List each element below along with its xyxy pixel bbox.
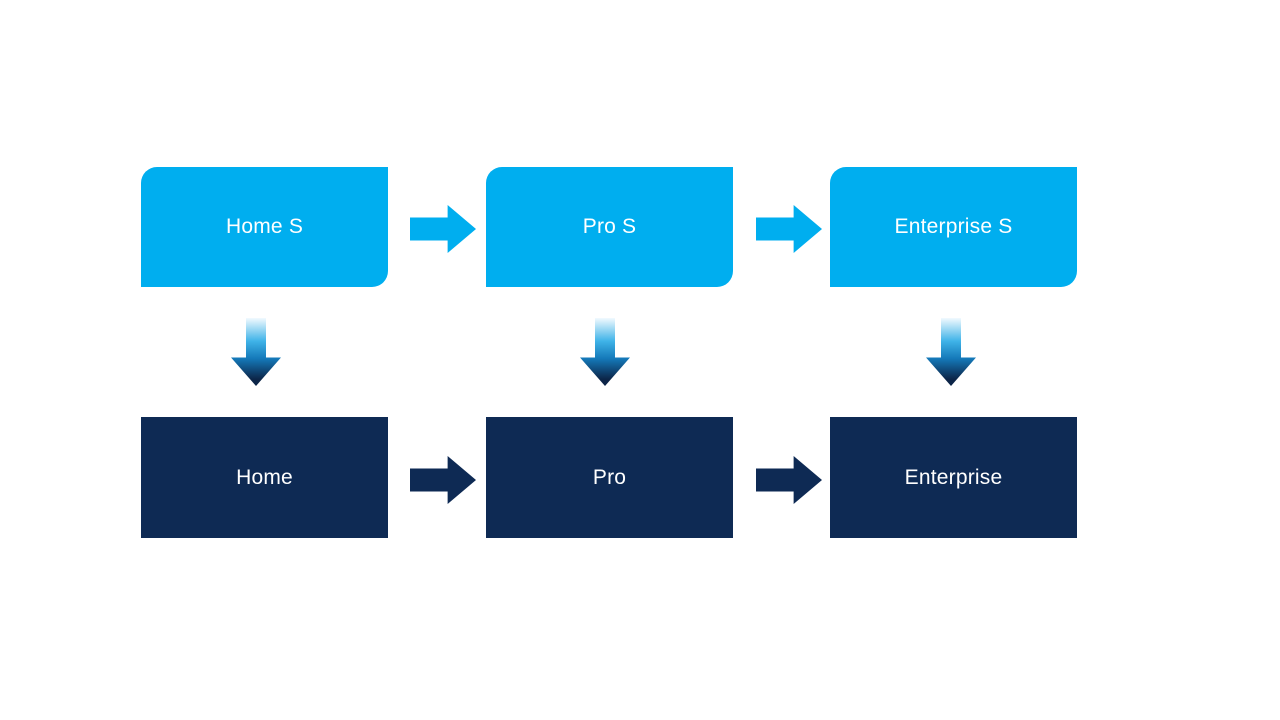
flow-box-enterprise: Enterprise [830, 417, 1077, 538]
flow-box-home-s: Home S [141, 167, 388, 287]
down-arrow-icon [231, 318, 281, 386]
flow-box-pro: Pro [486, 417, 733, 538]
down-arrow-icon [926, 318, 976, 386]
flow-box-label: Home S [225, 215, 304, 238]
flow-box-label: Pro [592, 465, 627, 489]
flow-box-pro-s: Pro S [486, 167, 733, 287]
flow-box-enterprise-s: Enterprise S [830, 167, 1077, 287]
right-arrow-icon [410, 456, 476, 504]
flow-box-home: Home [141, 417, 388, 538]
flow-box-label: Pro S [582, 215, 637, 238]
down-arrow-icon [580, 318, 630, 386]
right-arrow-icon [756, 456, 822, 504]
right-arrow-icon [756, 205, 822, 253]
right-arrow-icon [410, 205, 476, 253]
flow-box-label: Enterprise S [894, 215, 1013, 238]
flow-box-label: Home [236, 465, 293, 489]
flow-box-label: Enterprise [904, 465, 1003, 489]
